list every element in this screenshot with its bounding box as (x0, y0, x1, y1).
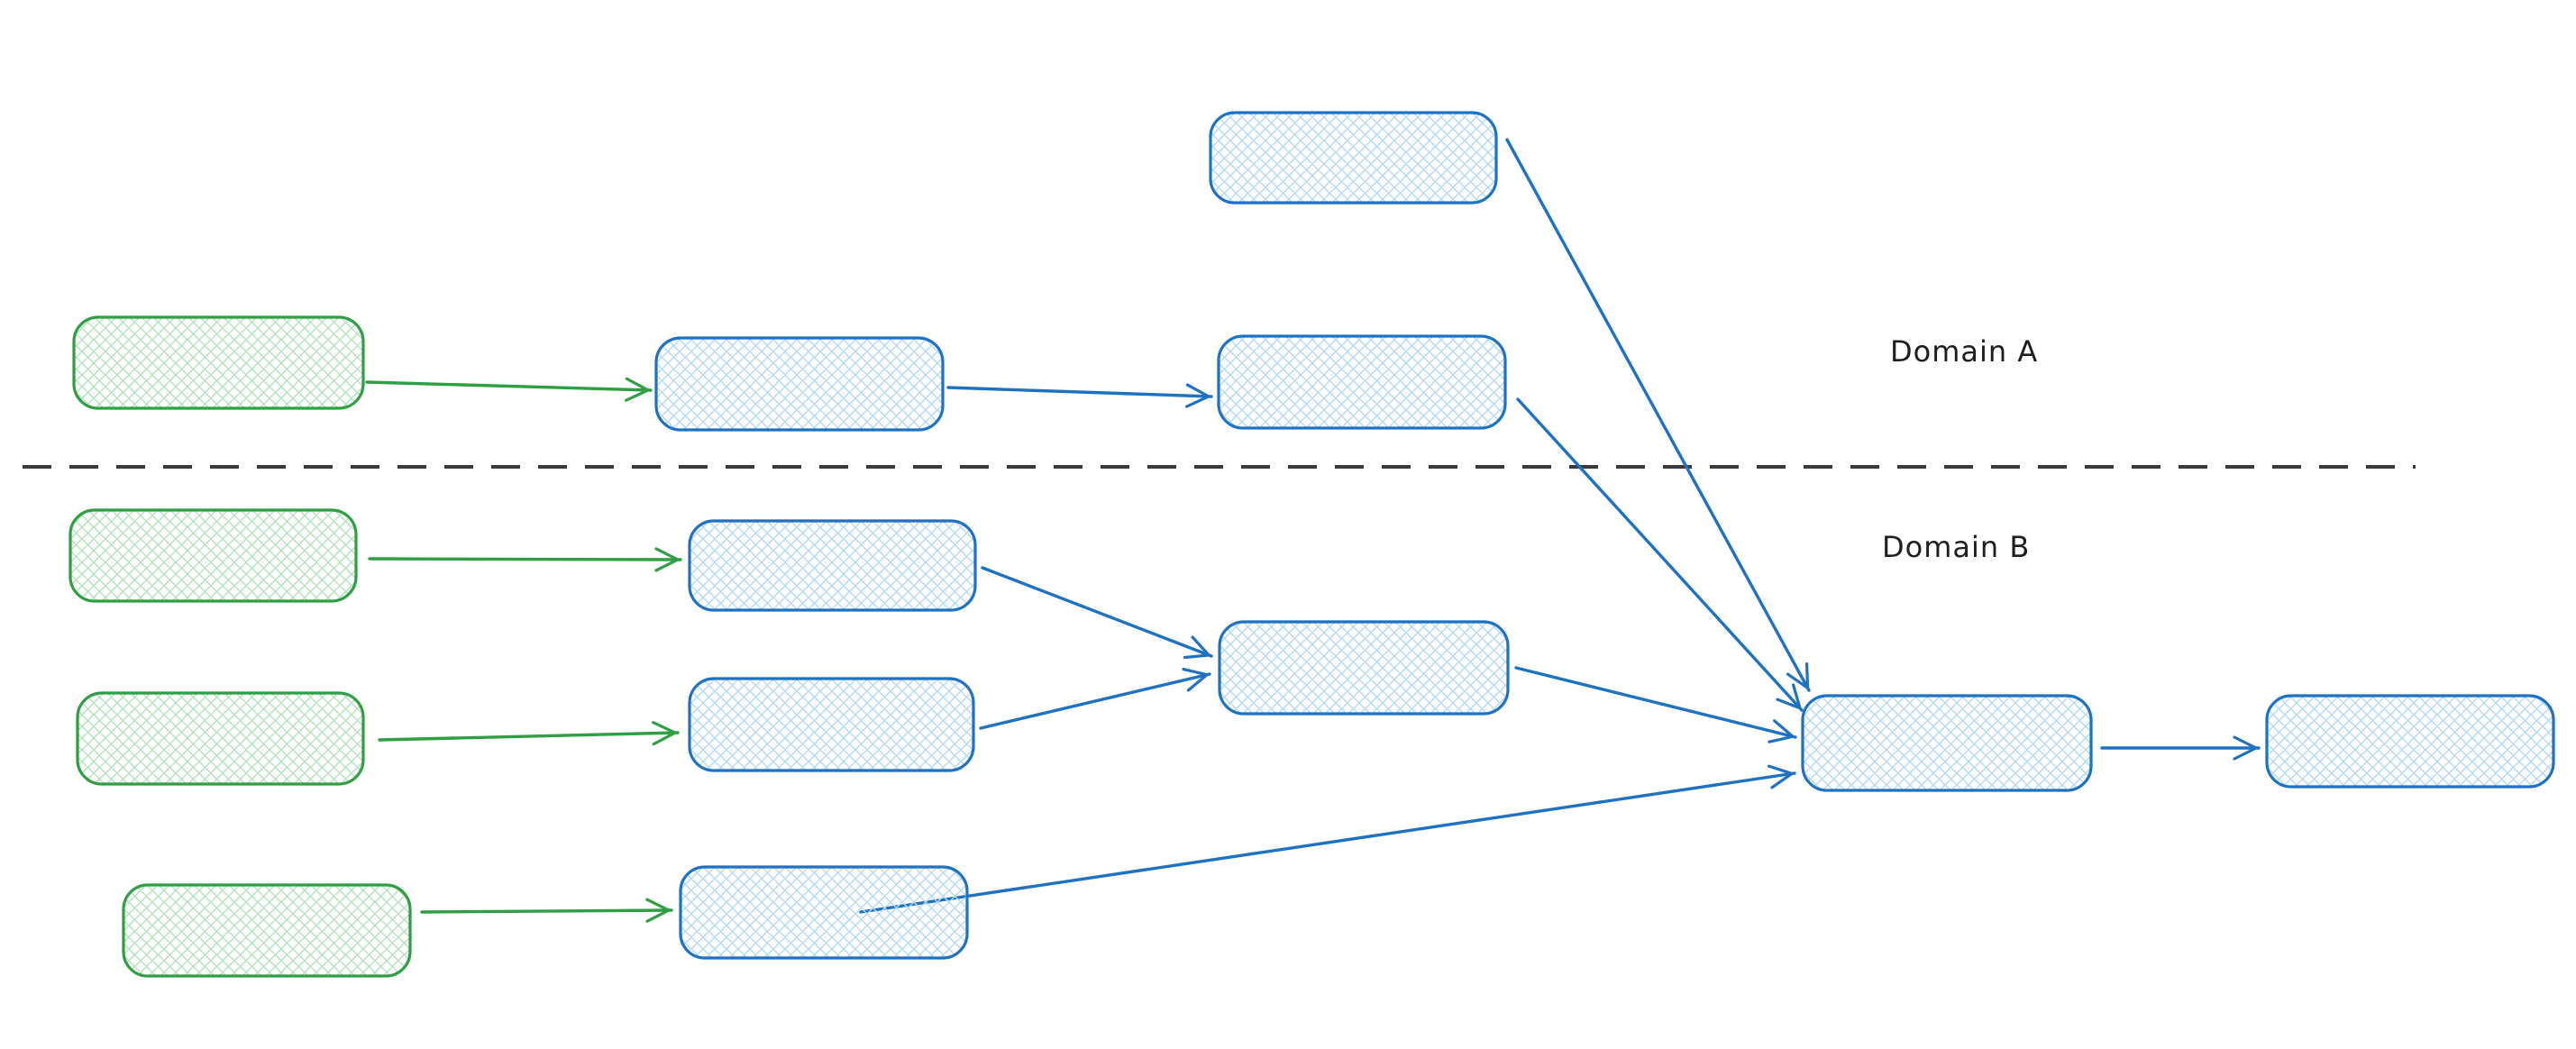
domain-a-label[interactable]: Domain A (1890, 334, 2039, 369)
arrow-b2-to-merge[interactable] (979, 667, 1211, 730)
node-blue-b3[interactable] (679, 865, 969, 960)
arrow-green-b1-to-b1[interactable] (368, 547, 682, 572)
arrow-a1-to-a2[interactable] (946, 383, 1213, 408)
arrow-merge-to-sink[interactable] (1514, 666, 1797, 743)
node-blue-a1[interactable] (654, 336, 945, 432)
arrow-top-to-sink[interactable] (1505, 138, 1811, 692)
node-blue-final[interactable] (2265, 694, 2555, 789)
node-blue-merge-b[interactable] (1218, 620, 1510, 716)
arrow-b3-to-sink[interactable] (859, 764, 1796, 914)
node-blue-b1[interactable] (688, 519, 977, 612)
arrow-b1-to-merge[interactable] (981, 566, 1213, 660)
arrow-green-b3-to-b3[interactable] (420, 898, 673, 923)
node-blue-a2[interactable] (1217, 334, 1507, 430)
node-blue-top-a[interactable] (1209, 111, 1498, 205)
arrow-green-a-to-a1[interactable] (365, 377, 653, 402)
arrow-green-b2-to-b2[interactable] (378, 721, 680, 746)
node-green-source-a[interactable] (72, 315, 365, 410)
domain-b-label[interactable]: Domain B (1882, 530, 2031, 564)
arrow-a2-to-sink[interactable] (1516, 397, 1804, 712)
node-blue-sink[interactable] (1801, 694, 2093, 792)
node-green-source-b3[interactable] (122, 883, 412, 978)
node-blue-b2[interactable] (688, 677, 975, 772)
node-green-source-b2[interactable] (76, 691, 365, 786)
node-green-source-b1[interactable] (69, 508, 358, 603)
